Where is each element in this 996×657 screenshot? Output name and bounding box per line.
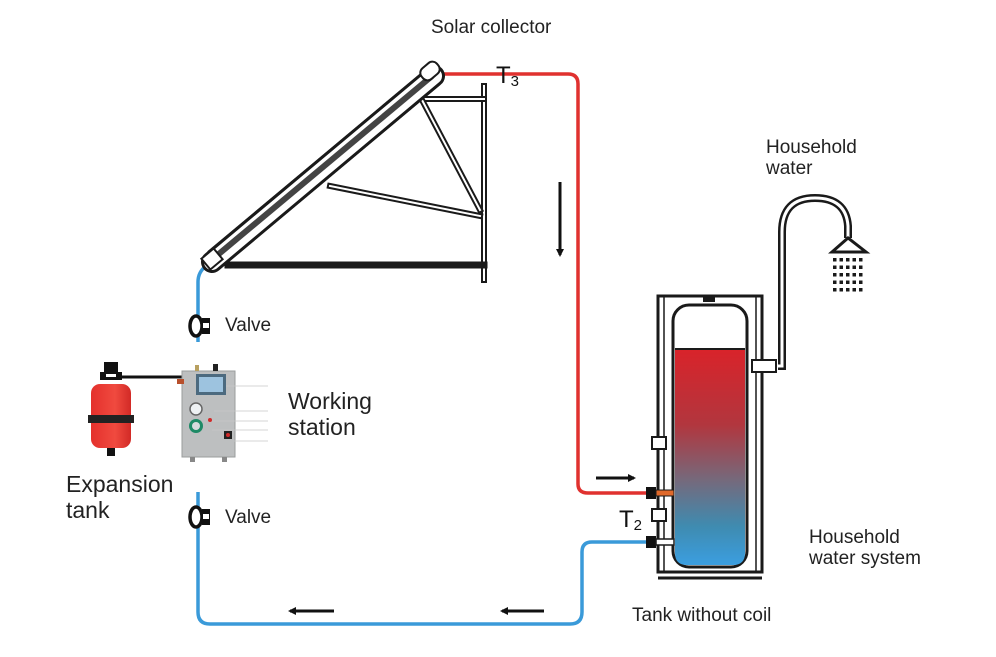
water-drop: [846, 265, 850, 269]
water-drop: [859, 280, 863, 284]
household-water-label-line2: water: [766, 158, 813, 180]
solar-collector: [199, 60, 445, 273]
working-station: [177, 364, 268, 462]
valve-bottom-label: Valve: [225, 507, 272, 528]
valve-top-label: Valve: [225, 315, 272, 336]
household-water-label: Household water: [766, 137, 857, 180]
expansion-tank-label-line2: tank: [66, 496, 110, 523]
water-drop: [852, 280, 856, 284]
water-drop: [852, 258, 856, 262]
sensor-t3-letter: T: [496, 62, 511, 89]
water-drop: [839, 280, 843, 284]
water-drop: [833, 273, 837, 277]
water-drop: [859, 273, 863, 277]
household-water-system-label-line1: Household: [809, 527, 900, 548]
valve-top-icon[interactable]: [188, 314, 210, 338]
shower-head-icon: [778, 193, 871, 370]
water-drop: [852, 273, 856, 277]
water-drop: [846, 288, 850, 292]
water-drop: [839, 265, 843, 269]
water-drop: [839, 288, 843, 292]
valve-bottom-icon[interactable]: [188, 505, 210, 529]
solar-collector-label: Solar collector: [431, 17, 552, 38]
tank-without-coil-label: Tank without coil: [632, 605, 772, 626]
water-drop: [846, 273, 850, 277]
working-station-label: Working station: [288, 388, 372, 441]
sensor-t2-index: 2: [633, 517, 643, 534]
working-station-label-line1: Working: [288, 388, 372, 414]
sensor-t3-label: T3: [496, 62, 519, 90]
storage-tank: [646, 294, 777, 580]
water-drop: [839, 273, 843, 277]
working-station-label-line2: station: [288, 413, 356, 440]
flow-arrows: [288, 182, 636, 615]
water-drop: [846, 258, 850, 262]
water-drop: [839, 258, 843, 262]
sensor-t2-label: T2: [619, 506, 642, 534]
water-drop: [859, 258, 863, 262]
water-drop: [833, 280, 837, 284]
collector-frame: [224, 83, 488, 283]
household-water-system-label-line2: water system: [809, 548, 921, 570]
sensor-t3-index: 3: [510, 73, 520, 90]
water-drop: [852, 288, 856, 292]
water-drop: [833, 265, 837, 269]
water-drop: [833, 288, 837, 292]
water-drop: [859, 265, 863, 269]
expansion-tank: [88, 362, 185, 456]
expansion-tank-label: Expansion tank: [66, 471, 174, 524]
household-water-system-label: Household water system: [809, 527, 921, 570]
cold-pipe: [196, 492, 648, 626]
water-drop: [859, 288, 863, 292]
water-drop: [852, 265, 856, 269]
sensor-t2-letter: T: [619, 506, 634, 533]
water-drop: [846, 280, 850, 284]
hot-pipe: [442, 72, 648, 495]
expansion-tank-label-line1: Expansion: [66, 471, 174, 497]
water-drop: [833, 258, 837, 262]
household-water-label-line1: Household: [766, 137, 857, 158]
